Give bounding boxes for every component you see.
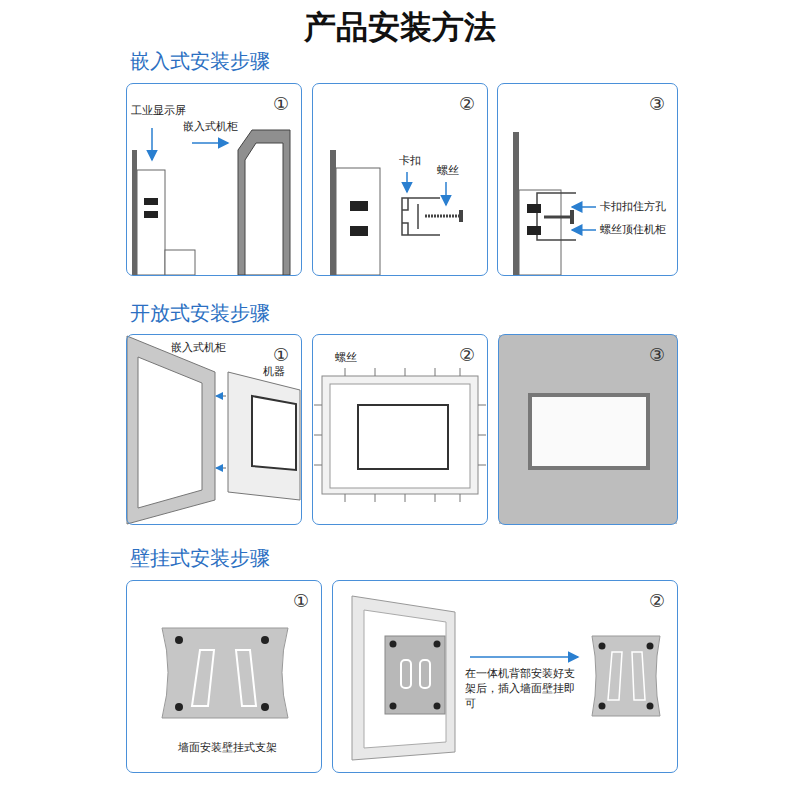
step-panel: ③ 卡扣扣住方孔螺丝顶住机柜 [497,83,678,276]
part-label: 嵌入式机柜 [183,120,238,135]
callout-number: ① [273,92,289,116]
title: 产品安装方法 [0,6,800,50]
callout-number: ① [273,343,289,367]
part-label: 螺丝 [335,351,357,366]
step-panel: ① 嵌入式机柜机器 [126,334,302,525]
section-heading: 嵌入式安装步骤 [130,48,270,75]
part-label: 螺丝顶住机柜 [600,223,666,238]
callout-number: ① [293,589,309,613]
part-label: 卡扣 [399,154,421,169]
part-label: 工业显示屏 [131,104,186,119]
callout-number: ③ [649,92,665,116]
part-label: 机器 [263,365,285,380]
section-heading: 壁挂式安装步骤 [130,545,270,572]
step-panel: ① 工业显示屏嵌入式机柜 [126,83,302,276]
step-panel: ② 卡扣螺丝 [312,83,488,276]
part-label: 在一体机背部安装好支架后，插入墙面壁挂即可 [465,667,585,712]
step-panel: ② 螺丝 [312,334,488,525]
callout-number: ② [459,343,475,367]
callout-number: ③ [649,343,665,367]
callout-number: ② [459,92,475,116]
part-label: 卡扣扣住方孔 [600,200,666,215]
section-heading: 开放式安装步骤 [130,300,270,327]
step-panel: ① 墙面安装壁挂式支架 [126,580,322,773]
step-panel: ② 在一体机背部安装好支架后，插入墙面壁挂即可 [332,580,678,773]
part-label: 墙面安装壁挂式支架 [129,741,325,756]
step-panel: ③ [498,334,678,525]
part-label: 嵌入式机柜 [171,341,226,356]
callout-number: ② [649,589,665,613]
part-label: 螺丝 [437,164,459,179]
